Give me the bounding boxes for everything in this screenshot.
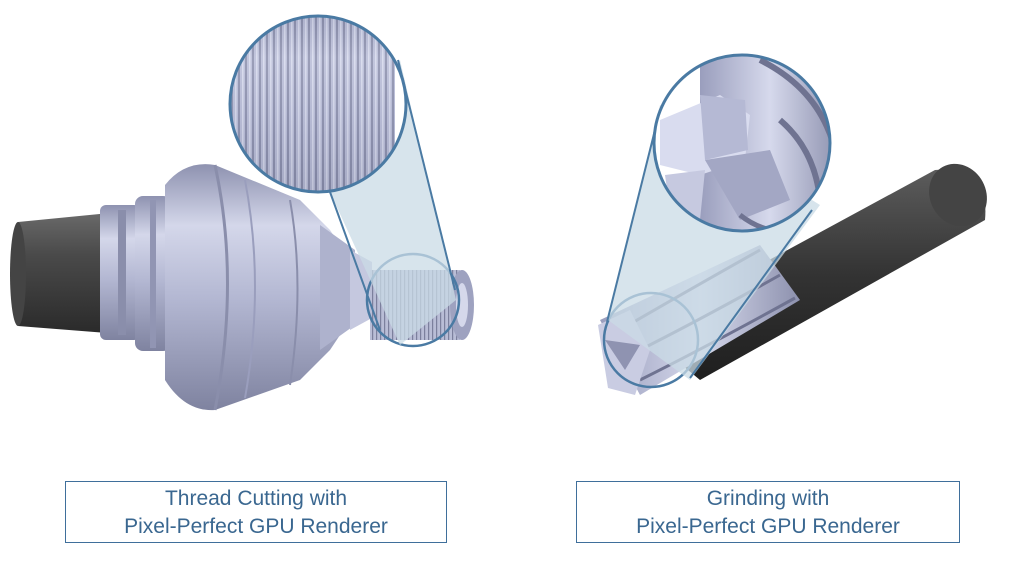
rendered-illustration xyxy=(10,14,987,411)
caption-line-1: Grinding with xyxy=(706,487,830,510)
zoom-circle-flutes xyxy=(652,53,832,233)
caption-line-2: Pixel-Perfect GPU Renderer xyxy=(124,515,388,538)
caption-grinding: Grinding with Pixel-Perfect GPU Renderer xyxy=(576,481,960,543)
caption-line-2: Pixel-Perfect GPU Renderer xyxy=(636,515,900,538)
zoom-cone-left xyxy=(330,60,456,345)
caption-line-1: Thread Cutting with xyxy=(164,487,348,510)
zoom-circle-threads xyxy=(228,14,408,194)
caption-thread-cutting: Thread Cutting with Pixel-Perfect GPU Re… xyxy=(65,481,447,543)
